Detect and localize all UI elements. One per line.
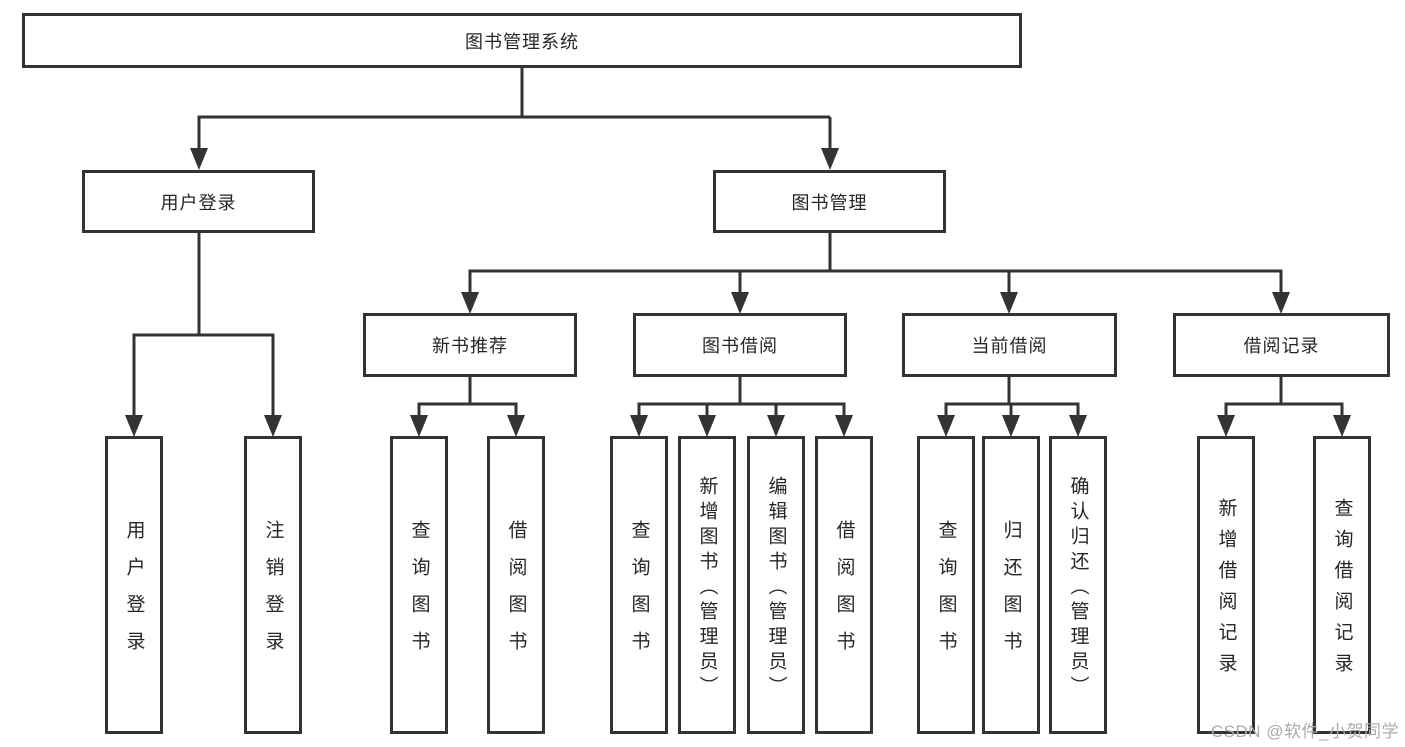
leaf-label: 新增借阅记录 (1215, 498, 1237, 684)
leaf-label: 查询图书 (408, 520, 430, 668)
node-user-login-branch: 用户登录 (82, 170, 315, 233)
csdn-watermark: CSDN @软件_小贺同学 (1210, 722, 1399, 741)
leaf-query-books-current: 查询图书 (917, 436, 975, 734)
leaf-label: 编辑图书（管理员） (765, 475, 787, 701)
leaf-user-login: 用户登录 (105, 436, 163, 734)
leaf-add-books-admin: 新增图书（管理员） (678, 436, 736, 734)
node-borrow-records: 借阅记录 (1173, 313, 1390, 377)
leaf-label: 确认归还（管理员） (1067, 475, 1089, 701)
leaf-label: 用户登录 (123, 520, 145, 668)
leaf-label: 查询借阅记录 (1331, 498, 1353, 684)
node-new-book-recommend: 新书推荐 (363, 313, 577, 377)
leaf-borrow-books-recommend: 借阅图书 (487, 436, 545, 734)
node-book-borrow: 图书借阅 (633, 313, 847, 377)
leaf-label: 查询图书 (628, 520, 650, 668)
leaf-label: 注销登录 (262, 520, 284, 668)
leaf-label: 查询图书 (935, 520, 957, 668)
leaf-query-borrow-record: 查询借阅记录 (1313, 436, 1371, 734)
node-book-management-branch: 图书管理 (713, 170, 946, 233)
leaf-add-borrow-record: 新增借阅记录 (1197, 436, 1255, 734)
leaf-return-books: 归还图书 (982, 436, 1040, 734)
leaf-label: 新增图书（管理员） (696, 475, 718, 701)
leaf-query-books-borrow: 查询图书 (610, 436, 668, 734)
leaf-logout: 注销登录 (244, 436, 302, 734)
leaf-confirm-return-admin: 确认归还（管理员） (1049, 436, 1107, 734)
node-current-borrow: 当前借阅 (902, 313, 1117, 377)
leaf-edit-books-admin: 编辑图书（管理员） (747, 436, 805, 734)
leaf-borrow-books: 借阅图书 (815, 436, 873, 734)
leaf-label: 归还图书 (1000, 520, 1022, 668)
leaf-query-books-recommend: 查询图书 (390, 436, 448, 734)
leaf-label: 借阅图书 (505, 520, 527, 668)
node-root-system: 图书管理系统 (22, 13, 1022, 68)
leaf-label: 借阅图书 (833, 520, 855, 668)
